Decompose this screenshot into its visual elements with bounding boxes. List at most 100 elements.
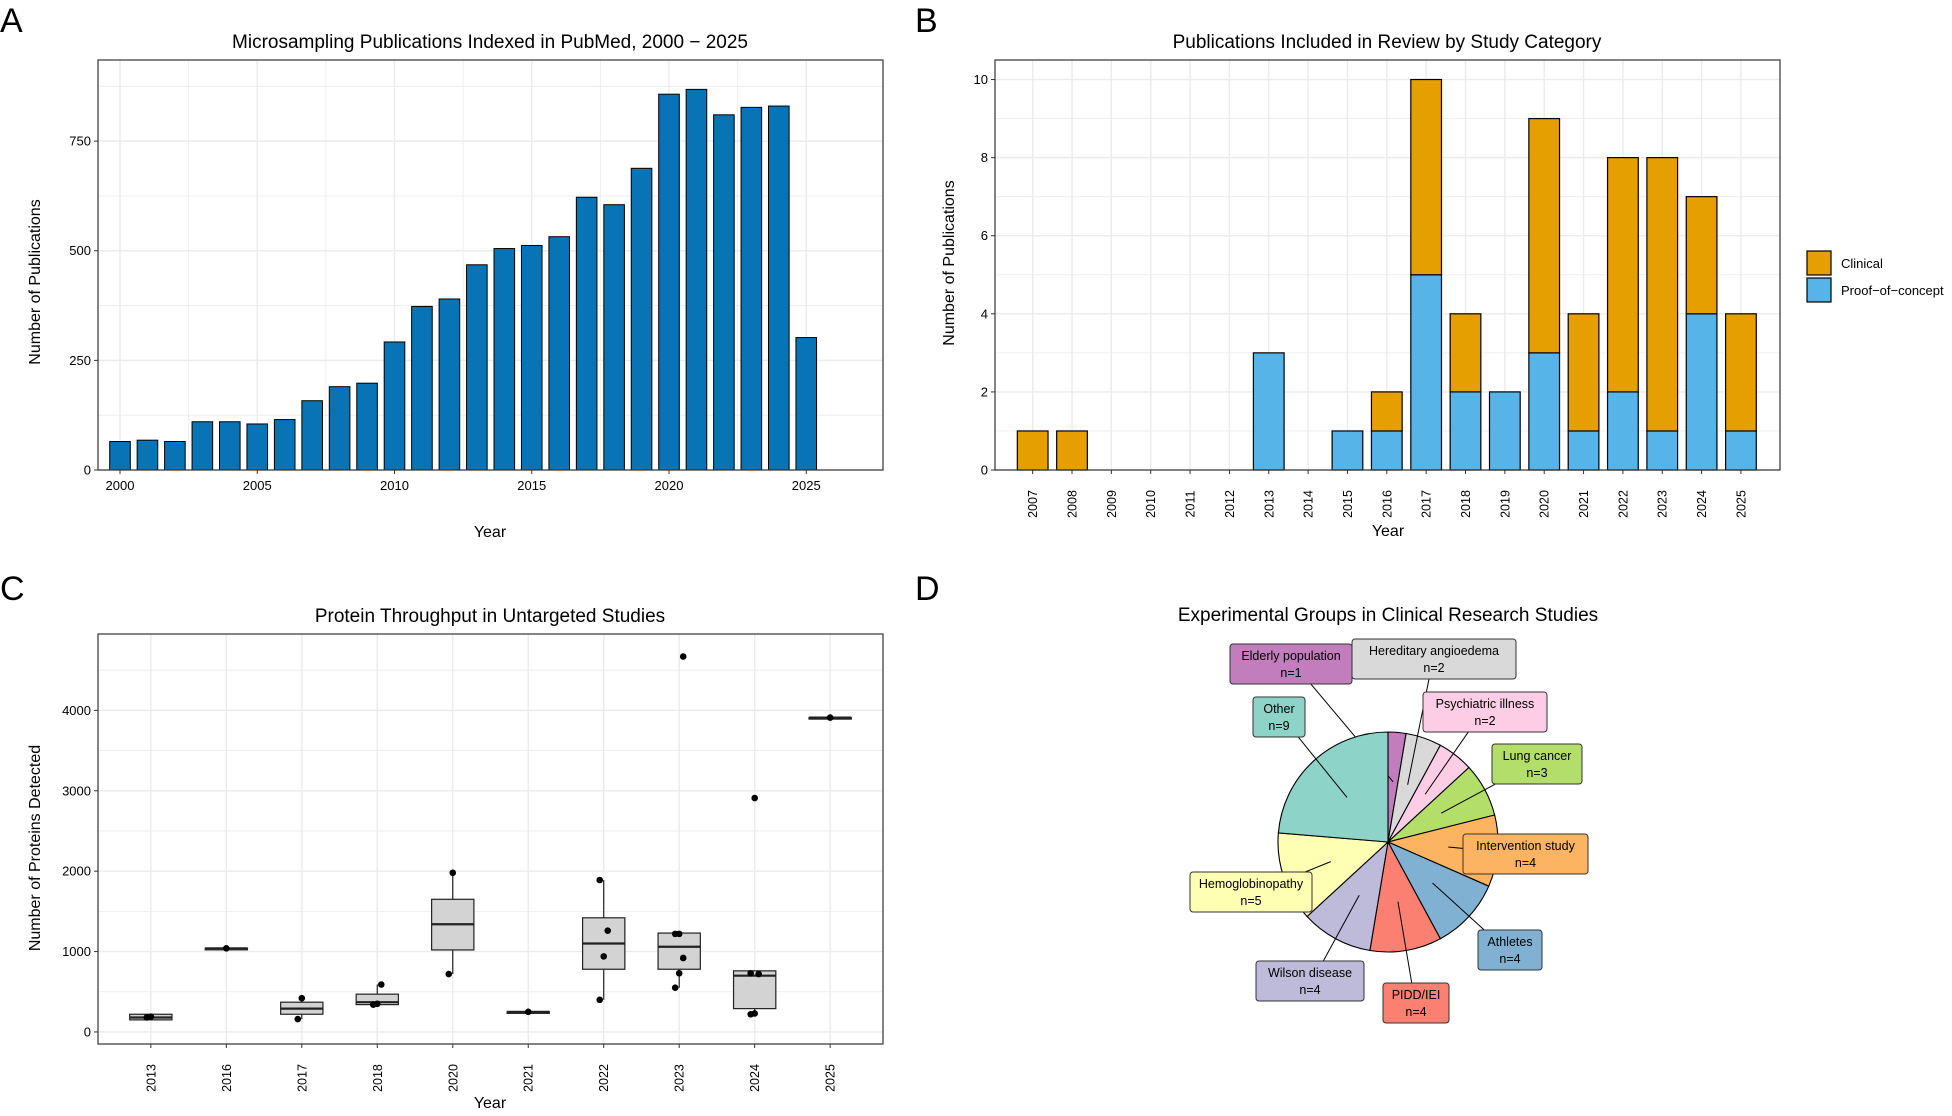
pie-label-name: Other	[1263, 702, 1294, 716]
pie-label-box	[1252, 696, 1306, 738]
point-2023	[671, 984, 679, 992]
bar-2012	[438, 298, 461, 471]
bar-proof-2023	[1646, 430, 1679, 471]
pie-label-count: n=3	[1526, 766, 1547, 780]
point-2022	[600, 953, 608, 960]
pie-label-count: n=9	[1268, 719, 1289, 733]
y-tick-label: 1000	[62, 944, 91, 959]
panel-b-legend: Clinical Proof−of−concept	[1806, 250, 1944, 303]
x-tick-label: 2013	[1262, 490, 1276, 518]
x-tick-label: 2016	[1380, 490, 1394, 518]
legend-label-proof: Proof−of−concept	[1841, 283, 1944, 298]
x-tick-label: 2012	[1223, 490, 1237, 518]
legend-label-clinical: Clinical	[1841, 256, 1883, 271]
panel-a-xlabel: Year	[474, 524, 507, 541]
box-2024	[732, 970, 777, 1010]
x-tick-label: 2018	[371, 1064, 385, 1092]
bar-proof-2015	[1331, 430, 1364, 471]
bar-clinical-2025	[1724, 313, 1757, 432]
pie-label-name: Wilson disease	[1268, 966, 1352, 980]
x-tick-label: 2008	[1066, 490, 1080, 518]
y-tick-label: 500	[69, 243, 91, 258]
pie-label-name: PIDD/IEI	[1392, 988, 1441, 1002]
pie-slice-9	[1277, 731, 1389, 843]
x-tick-label: 2018	[1459, 490, 1473, 518]
x-tick-label: 2020	[1538, 490, 1552, 518]
y-tick-label: 250	[69, 353, 91, 368]
pie-leader-line	[1397, 901, 1413, 986]
point-2022	[596, 996, 604, 1004]
box-2023	[657, 932, 701, 970]
x-tick-label: 2016	[220, 1064, 234, 1092]
bar-2006	[273, 419, 296, 471]
bar-2021	[685, 88, 708, 471]
bar-2014	[493, 248, 516, 471]
pie-leader-line	[1320, 894, 1360, 966]
x-tick-label: 2005	[243, 478, 272, 493]
y-tick-label: 750	[69, 134, 91, 149]
pie-label-box	[1382, 982, 1450, 1024]
point-2022	[604, 927, 612, 934]
legend-swatch-clinical	[1806, 250, 1832, 276]
x-tick-label: 2024	[1695, 490, 1709, 518]
x-tick-label: 2015	[517, 478, 546, 493]
pie-label-name: Hemoglobinopathy	[1199, 877, 1304, 891]
bar-proof-2013	[1252, 352, 1285, 471]
bar-2023	[740, 106, 763, 471]
bar-clinical-2016	[1370, 391, 1403, 432]
pie-label-box	[1477, 929, 1543, 971]
pie-label-count: n=1	[1280, 666, 1301, 680]
x-tick-label: 2000	[106, 478, 135, 493]
x-tick-label: 2025	[824, 1064, 838, 1092]
pie-label-name: Lung cancer	[1503, 749, 1572, 763]
x-tick-label: 2014	[1302, 490, 1316, 518]
pie-label-box	[1189, 871, 1313, 913]
pie-label-box	[1422, 691, 1548, 733]
bar-2010	[383, 341, 406, 471]
x-tick-label: 2011	[1184, 491, 1198, 518]
point-2018	[377, 981, 385, 988]
x-tick-label: 2024	[748, 1064, 762, 1092]
pie-label-box	[1491, 743, 1583, 785]
point-2024	[751, 1010, 758, 1017]
y-tick-label: 4000	[62, 703, 91, 718]
panel-d-title: Experimental Groups in Clinical Research…	[1178, 605, 1598, 626]
y-tick-label: 4	[981, 306, 988, 321]
x-tick-label: 2010	[1144, 490, 1158, 518]
point-2020	[445, 970, 453, 978]
pie-leader-line	[1424, 726, 1473, 795]
bar-2009	[356, 382, 378, 471]
bar-clinical-2020	[1528, 117, 1561, 354]
panel-b-border	[994, 59, 1781, 471]
pie-label-name: Intervention study	[1476, 839, 1575, 853]
x-tick-label: 2009	[1105, 490, 1119, 518]
y-tick-label: 2000	[62, 864, 91, 879]
bar-2002	[164, 440, 186, 471]
x-tick-label: 2013	[144, 1064, 158, 1092]
y-tick-label: 10	[974, 72, 988, 87]
bar-proof-2022	[1606, 391, 1639, 471]
panel-letter-c: C	[0, 570, 25, 608]
y-tick-label: 2	[981, 384, 988, 399]
pie-label-name: Psychiatric illness	[1436, 697, 1535, 711]
bar-2005	[246, 423, 269, 471]
bar-proof-2024	[1685, 313, 1718, 471]
bar-2018	[603, 204, 625, 471]
bar-clinical-2022	[1606, 157, 1639, 393]
bar-proof-2025	[1724, 430, 1757, 471]
x-tick-label: 2021	[1577, 490, 1591, 518]
panel-a-ylabel: Number of Publications	[27, 199, 44, 364]
bar-2016	[548, 236, 571, 471]
pie-leader-line	[1292, 730, 1348, 798]
point-2013	[147, 1013, 155, 1020]
legend-swatch-proof	[1806, 277, 1832, 303]
y-tick-label: 0	[84, 463, 91, 478]
panel-c-xlabel: Year	[474, 1095, 507, 1111]
bar-proof-2016	[1370, 430, 1403, 471]
point-2023	[675, 969, 683, 977]
pie-label-box	[1462, 833, 1589, 875]
